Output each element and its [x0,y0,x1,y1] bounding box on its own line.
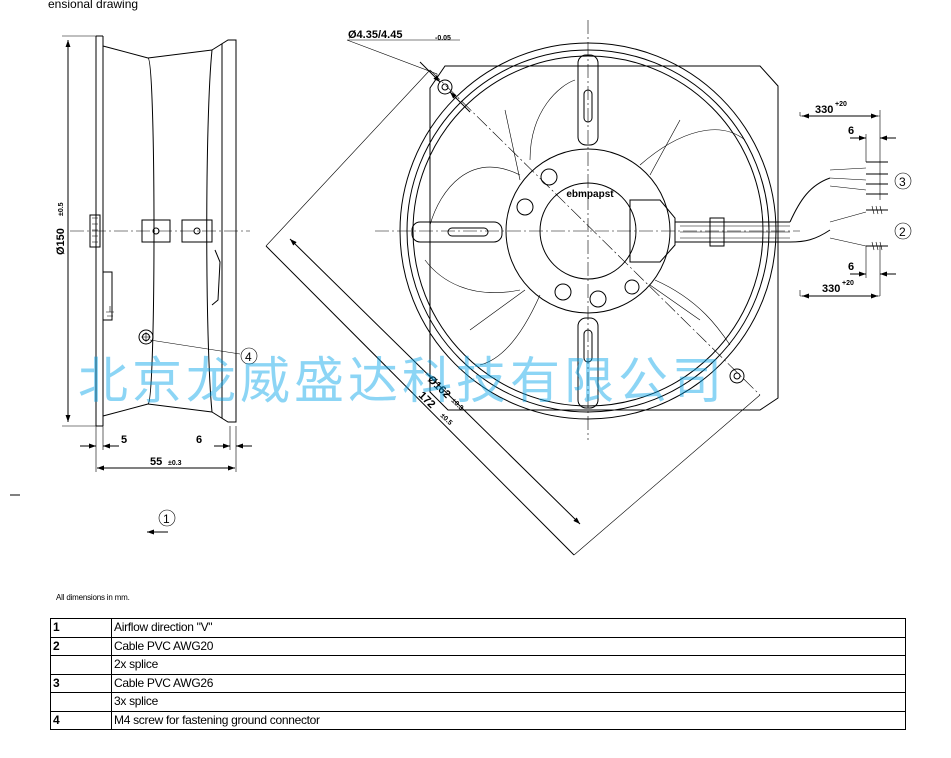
dim-depth-tol: ±0.3 [168,460,182,467]
legend-description: Cable PVC AWG26 [111,673,906,693]
legend-number: 2 [50,636,112,656]
side-view: Ø150 ±0.5 5 6 55 ±0.3 4 1 [10,35,258,535]
callout-2: 2 [899,225,906,239]
callout-1: 1 [163,512,170,526]
cable-details: 330 +20 6 3 6 330 +20 2 [789,101,912,299]
dim-hole-diameter-tol: -0.05 [435,35,451,42]
legend-description: 3x splice [111,692,906,712]
front-view: ebmpapst Ø4.35/4.45 -0.05 Ø162 ±0.3 172 … [265,20,800,556]
table-row: 2x splice [50,655,906,675]
legend-number [50,655,112,675]
dim-cable-length-top: 330 [815,104,833,116]
legend-description: Airflow direction "V" [111,618,906,638]
legend-description: 2x splice [111,655,906,675]
dim-flange-right: 6 [196,434,202,446]
legend-number: 1 [50,618,112,638]
watermark-text: 北京龙威盛达科技有限公司 [78,353,726,409]
brand-label: ebmpapst [566,189,614,200]
dim-corner-tol: ±0.5 [439,412,454,427]
dim-cable-length-bottom-tol: +20 [842,280,854,287]
table-row: 3x splice [50,692,906,712]
dim-cable-length-bottom: 330 [822,283,840,295]
callout-4: 4 [245,350,252,364]
legend-number: 3 [50,673,112,693]
dim-hole-diameter: Ø4.35/4.45 [348,29,402,41]
callout-3: 3 [899,175,906,189]
legend-description: M4 screw for fastening ground connector [111,710,906,730]
legend-description: Cable PVC AWG20 [111,636,906,656]
legend-number [50,692,112,712]
fan-technical-drawing: ensional drawing Ø150 ±0.5 [10,0,912,556]
dim-cable-length-top-tol: +20 [835,101,847,108]
dim-outer-diameter: Ø150 [55,228,67,255]
units-note: All dimensions in mm. [56,593,130,602]
dim-outer-diameter-tol: ±0.5 [58,202,65,216]
header-fragment: ensional drawing [48,0,138,11]
legend-number: 4 [50,710,112,730]
dim-strip-top: 6 [848,125,854,137]
dim-depth: 55 [150,456,162,468]
dim-strip-bottom: 6 [848,261,854,273]
dim-flange-left: 5 [121,434,127,446]
